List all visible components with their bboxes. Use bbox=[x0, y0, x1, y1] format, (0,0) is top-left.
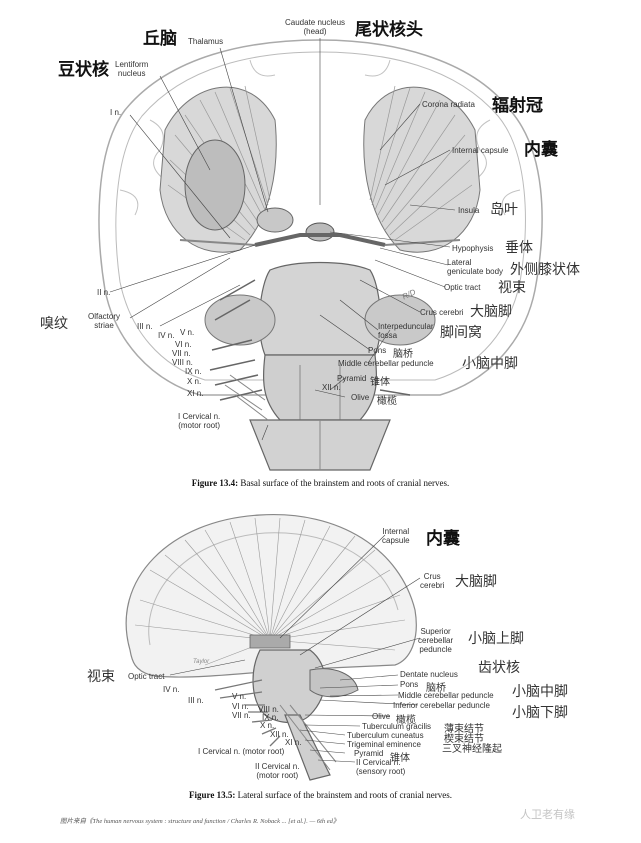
label-olive: Olive bbox=[351, 393, 370, 402]
label-pons: Pons bbox=[368, 346, 387, 355]
watermark: 人卫老有缘 bbox=[520, 808, 575, 821]
label-vi-n-2: VI n. bbox=[232, 702, 249, 711]
caption-label-1: Figure 13.4: bbox=[191, 478, 239, 488]
figure-basal-surface: Caudate nucleus (head) Thalamus Lentifor… bbox=[0, 18, 641, 488]
label-ii-cervical-motor: II Cervical n. (motor root) bbox=[255, 762, 300, 780]
zh-label-naoqiao-2: 脑桥 bbox=[426, 683, 446, 694]
zh-label-zhuiti-1: 锥体 bbox=[370, 377, 390, 388]
zh-label-chizhuanghe: 齿状核 bbox=[478, 660, 520, 676]
zh-label-dinaojiao-1: 大脑脚 bbox=[470, 304, 512, 320]
figure-caption-2: Figure 13.5: Lateral surface of the brai… bbox=[0, 790, 641, 800]
label-interpeduncular-fossa: Interpeduncular fossa bbox=[378, 322, 434, 340]
label-tuberculum-gracilis: Tuberculum gracilis bbox=[362, 722, 432, 731]
artist-signature-2: Taylor bbox=[193, 659, 210, 665]
zh-label-xiaonaozhongjiao-2: 小脑中脚 bbox=[512, 684, 568, 700]
label-ii-cervical-sensory: II Cervical n. (sensory root) bbox=[356, 758, 406, 776]
zh-label-naoqiao-1: 脑桥 bbox=[393, 349, 413, 360]
label-xi-n-2: XI n. bbox=[285, 738, 302, 747]
label-inferior-cerebellar-peduncle: Inferior cerebellar peduncle bbox=[393, 701, 490, 710]
zh-label-qiunao: 丘脑 bbox=[143, 29, 177, 49]
label-xii-n: XII n. bbox=[322, 383, 341, 392]
label-iii-n: III n. bbox=[137, 322, 153, 331]
zh-label-douzhuanghe: 豆状核 bbox=[58, 60, 109, 80]
label-i-cervical-motor-2: I Cervical n. (motor root) bbox=[198, 747, 285, 756]
label-hypophysis: Hypophysis bbox=[452, 244, 494, 253]
label-lentiform-nucleus: Lentiform nucleus bbox=[115, 60, 149, 78]
figure-caption-1: Figure 13.4: Basal surface of the brains… bbox=[0, 478, 641, 488]
zh-label-bojieshujie: 薄束结节 bbox=[444, 724, 484, 735]
label-crus-cerebri: Crus cerebri bbox=[420, 308, 464, 317]
zh-label-xiaonaozhongjiao-1: 小脑中脚 bbox=[462, 356, 518, 372]
lateral-brainstem-drawing bbox=[125, 513, 421, 781]
label-superior-cerebellar-peduncle: Superior cerebellar peduncle bbox=[418, 627, 454, 654]
label-ii-n: II n. bbox=[97, 288, 111, 297]
zh-label-neinang: 内囊 bbox=[524, 140, 558, 160]
label-iv-n: IV n. bbox=[158, 331, 175, 340]
zh-label-xiaonaoshangjiao: 小脑上脚 bbox=[468, 631, 524, 647]
label-middle-cerebellar-peduncle: Middle cerebellar peduncle bbox=[338, 359, 434, 368]
zh-label-xieshujie: 楔束结节 bbox=[444, 734, 484, 745]
label-internal-capsule-2: Internal capsule bbox=[382, 527, 410, 545]
label-pyramid: Pyramid bbox=[337, 374, 367, 383]
zh-label-xiuwen: 嗅纹 bbox=[40, 316, 68, 332]
label-ix-n: IX n. bbox=[185, 367, 202, 376]
label-tuberculum-cuneatus: Tuberculum cuneatus bbox=[347, 731, 424, 740]
zh-label-shishu-2: 视束 bbox=[87, 669, 115, 685]
label-corona-radiata: Corona radiata bbox=[422, 100, 475, 109]
zh-label-neinang-2: 内囊 bbox=[426, 529, 460, 549]
zh-label-dinaojiao-2: 大脑脚 bbox=[455, 574, 497, 590]
label-v-n-2: V n. bbox=[232, 692, 247, 701]
zh-label-ganlan-2: 橄榄 bbox=[396, 715, 416, 726]
zh-label-waiceqi: 外侧膝状体 bbox=[510, 262, 580, 278]
figure-lateral-surface: Internal capsule Crus cerebri Superior c… bbox=[0, 500, 641, 843]
zh-label-fushenguan: 辐射冠 bbox=[492, 96, 543, 116]
label-olive-2: Olive bbox=[372, 712, 391, 721]
zh-label-ganlan-1: 橄榄 bbox=[377, 396, 397, 407]
zh-label-jiaojianwo: 脚间窝 bbox=[440, 325, 482, 341]
label-xi-n: XI n. bbox=[187, 389, 204, 398]
label-vi-n: VI n. bbox=[175, 340, 192, 349]
label-i-cervical-motor: I Cervical n. (motor root) bbox=[178, 412, 221, 430]
label-internal-capsule: Internal capsule bbox=[452, 146, 509, 155]
caption-label-2: Figure 13.5: bbox=[189, 790, 236, 800]
source-credit: 图片来自《The human nervous system : structur… bbox=[60, 818, 340, 825]
zh-label-zhuiti-2: 锥体 bbox=[390, 753, 410, 764]
label-iii-n-2: III n. bbox=[188, 696, 204, 705]
zh-label-daoye: 岛叶 bbox=[490, 202, 518, 218]
zh-label-xiaonaoxiajiao: 小脑下脚 bbox=[512, 705, 568, 721]
label-olfactory-striae: Olfactory striae bbox=[88, 312, 121, 330]
zh-label-shishu-1: 视束 bbox=[498, 280, 526, 296]
label-pyramid-2: Pyramid bbox=[354, 749, 384, 758]
zh-label-weizhuanghetou: 尾状核头 bbox=[355, 20, 423, 40]
label-pons-2: Pons bbox=[400, 680, 419, 689]
label-dentate-nucleus: Dentate nucleus bbox=[400, 670, 458, 679]
label-iv-n-2: IV n. bbox=[163, 685, 180, 694]
caption-text-2: Lateral surface of the brainstem and roo… bbox=[235, 790, 452, 800]
label-xii-n-2: XII n. bbox=[270, 730, 289, 739]
label-insula: Insula bbox=[458, 206, 480, 215]
basal-brainstem-drawing bbox=[98, 38, 543, 471]
label-crus-cerebri-2: Crus cerebri bbox=[420, 572, 445, 590]
label-optic-tract-2: Optic tract bbox=[128, 672, 165, 681]
label-caudate-nucleus: Caudate nucleus (head) bbox=[285, 18, 346, 36]
caption-text-1: Basal surface of the brainstem and roots… bbox=[238, 478, 450, 488]
label-vii-n: VII n. bbox=[172, 349, 191, 358]
label-x-n-2: X n. bbox=[260, 721, 275, 730]
label-x-n: X n. bbox=[187, 377, 202, 386]
label-lateral-geniculate: Lateral geniculate body bbox=[447, 258, 504, 276]
label-ix-n-2: IX n. bbox=[262, 713, 279, 722]
label-trigeminal-eminence: Trigeminal eminence bbox=[347, 740, 421, 749]
label-viii-n-2: VIII n. bbox=[258, 705, 279, 714]
label-viii-n: VIII n. bbox=[172, 358, 193, 367]
zh-label-sanchalong: 三叉神经隆起 bbox=[442, 744, 502, 755]
label-optic-tract: Optic tract bbox=[444, 283, 481, 292]
label-v-n: V n. bbox=[180, 328, 195, 337]
zh-label-chuiti: 垂体 bbox=[505, 240, 533, 256]
label-thalamus: Thalamus bbox=[188, 37, 224, 46]
label-i-n: I n. bbox=[110, 108, 122, 117]
label-middle-cerebellar-peduncle-2: Middle cerebellar peduncle bbox=[398, 691, 494, 700]
label-vii-n-2: VII n. bbox=[232, 711, 251, 720]
